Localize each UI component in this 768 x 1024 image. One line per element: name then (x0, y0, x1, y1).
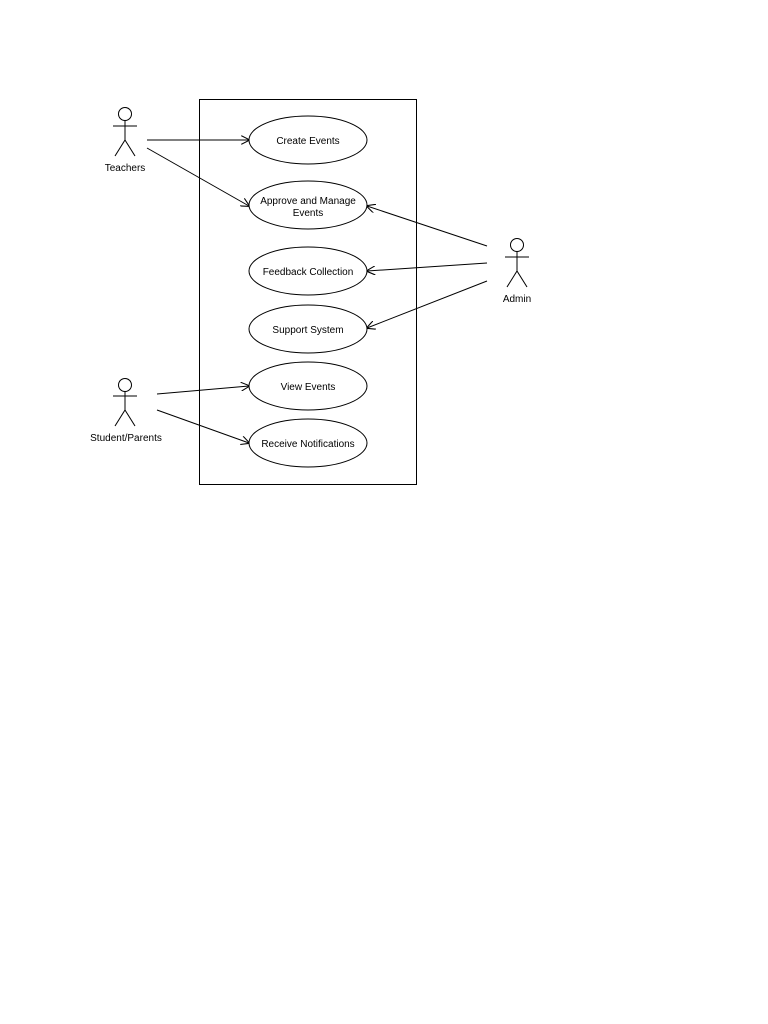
use-case-support-system: Support System (248, 304, 368, 354)
stick-figure-icon (113, 107, 137, 157)
use-case-feedback-collection: Feedback Collection (248, 246, 368, 296)
use-case-receive-notifications: Receive Notifications (248, 418, 368, 468)
association-arrow-students-to-view-events (156, 386, 249, 395)
association-arrow-admin-to-support (367, 280, 488, 328)
use-case-create-events: Create Events (248, 115, 368, 165)
association-lines (146, 140, 488, 443)
association-arrow-admin-to-feedback (367, 262, 488, 271)
use-case-approve-manage-label-line1: Approve and Manage (260, 196, 356, 207)
actor-teachers-label: Teachers (105, 163, 146, 174)
use-case-support-label: Support System (272, 325, 343, 336)
use-case-approve-manage-label-line2: Events (293, 208, 324, 219)
use-case-notifications-label: Receive Notifications (261, 439, 354, 450)
stick-figure-icon (113, 378, 137, 427)
system-boundary (199, 99, 417, 485)
association-arrow-teachers-to-approve-manage (146, 147, 249, 206)
association-arrow-admin-to-approve-manage (367, 206, 488, 247)
use-case-view-events-label: View Events (281, 382, 336, 393)
actor-admin (505, 238, 529, 288)
actor-admin-label: Admin (503, 294, 531, 305)
stick-figure-icon (505, 238, 529, 288)
use-case-approve-manage-events: Approve and Manage Events (248, 180, 368, 230)
actor-teachers (113, 107, 137, 157)
use-case-view-events: View Events (248, 361, 368, 411)
actor-student-parents (113, 378, 137, 427)
use-case-create-events-label: Create Events (276, 136, 339, 147)
association-arrow-students-to-notifications (156, 409, 249, 443)
use-case-feedback-label: Feedback Collection (263, 267, 354, 278)
actor-student-parents-label: Student/Parents (90, 433, 162, 444)
